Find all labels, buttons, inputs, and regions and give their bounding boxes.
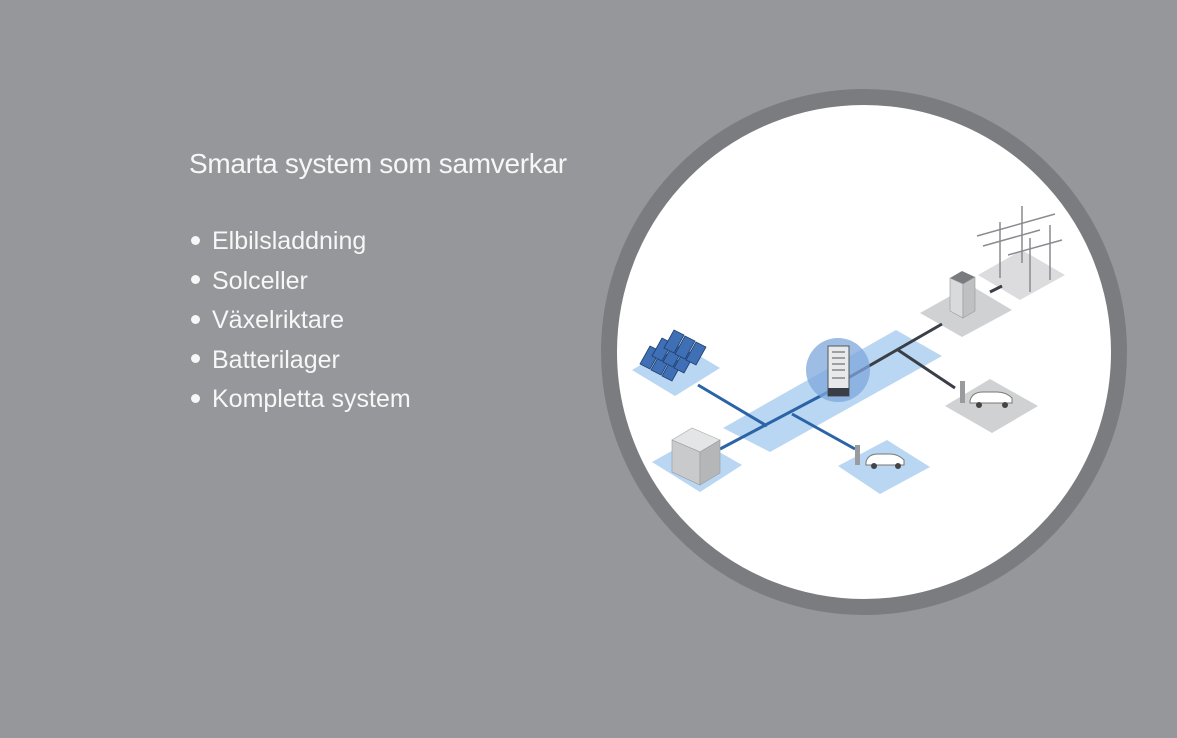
list-item-label: Elbilsladdning — [212, 227, 367, 255]
list-item-label: Batterilager — [212, 345, 340, 374]
list-item: Växelriktare — [191, 303, 411, 343]
ev-charger-icon — [855, 445, 905, 469]
bullet-icon — [191, 354, 200, 364]
list-item: Batterilager — [191, 343, 411, 383]
feature-list: Elbilsladdning Solceller Växelriktare Ba… — [191, 224, 411, 422]
bullet-icon — [191, 235, 200, 245]
bullet-icon — [191, 314, 200, 324]
slide-title: Smarta system som samverkar — [189, 148, 567, 179]
inverter-icon — [806, 338, 870, 402]
power-pylon-icon — [976, 206, 1063, 292]
ev-grey-tile — [945, 379, 1038, 433]
list-item-label: Växelriktare — [212, 306, 344, 334]
transformer-icon — [949, 271, 976, 319]
bullet-icon — [191, 393, 200, 403]
bullet-icon — [191, 275, 200, 285]
list-item: Solceller — [191, 264, 411, 304]
ev-blue-tile — [838, 440, 930, 494]
list-item: Elbilsladdning — [191, 224, 411, 264]
solar-panel-icon — [639, 329, 707, 382]
ev-charger-icon — [960, 381, 1013, 408]
list-item: Kompletta system — [191, 382, 411, 422]
battery-storage-icon — [671, 427, 721, 486]
list-item-label: Solceller — [212, 266, 308, 295]
list-item-label: Kompletta system — [212, 385, 411, 413]
